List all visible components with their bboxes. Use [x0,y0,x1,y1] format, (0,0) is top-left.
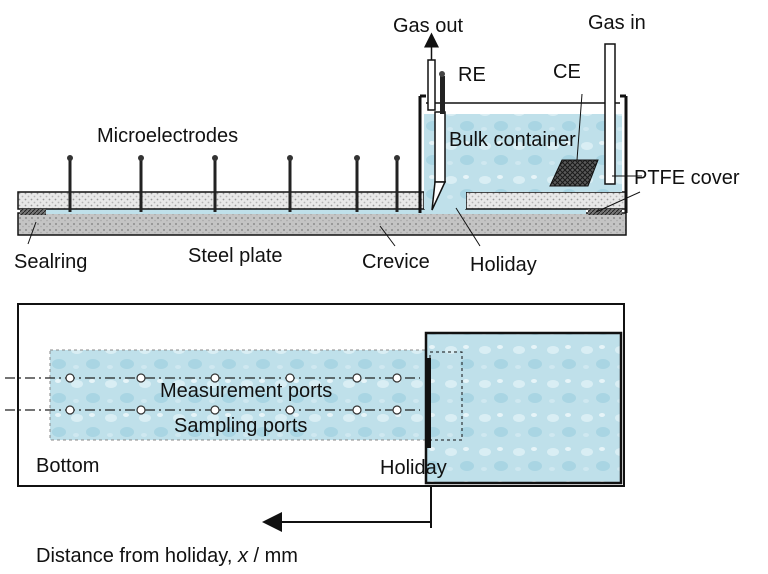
measurement-port [65,373,75,383]
distance-axis-variable: x [237,545,249,567]
sealring-right [588,209,622,215]
distance-axis-label: Distance from holiday, x / mm [36,545,298,567]
cross-section-view [17,32,642,247]
ptfe-cover-label: PTFE cover [634,167,740,189]
sampling-port [392,405,402,415]
measurement-port [392,373,402,383]
gas-out-tube [424,32,439,111]
ptfe-cover-right [465,191,627,210]
crevice-label: Crevice [362,251,430,273]
bulk-container-wall [418,94,628,213]
sampling-port [136,405,146,415]
bulk-area [424,331,623,485]
gas-in-tube [604,43,616,185]
holiday-side-label: Holiday [470,254,537,276]
top-view [5,303,625,532]
ce-label: CE [553,61,581,83]
microelectrodes-label: Microelectrodes [97,125,238,147]
crevice-area [49,349,461,441]
ptfe-cover-left [17,191,425,210]
sampling-ports-label: Sampling ports [174,415,307,437]
measurement-port [285,373,295,383]
measurement-port [136,373,146,383]
sampling-port [352,405,362,415]
measurement-port [210,373,220,383]
gas-out-label: Gas out [393,15,463,37]
bulk-container-label: Bulk container [449,129,576,151]
sampling-port [65,405,75,415]
holiday-top-label: Holiday [380,457,447,479]
reference-electrode [431,71,447,211]
gas-in-label: Gas in [588,12,646,34]
measurement-port [352,373,362,383]
counter-electrode-mesh [549,159,599,187]
sampling-port [285,405,295,415]
distance-axis-text: Distance from holiday, [36,545,238,567]
sampling-port [210,405,220,415]
sealring-left [20,209,46,215]
microelectrodes [68,160,399,212]
re-label: RE [458,64,486,86]
measurement-ports [65,373,402,383]
sampling-ports [65,405,402,415]
crevice-solution [36,208,586,214]
steel-plate-label: Steel plate [188,245,283,267]
sealring-label: Sealring [14,251,87,273]
steel-plate [17,212,627,236]
bottom-label: Bottom [36,455,99,477]
distance-axis-unit: / mm [248,545,298,567]
measurement-ports-label: Measurement ports [160,380,332,402]
